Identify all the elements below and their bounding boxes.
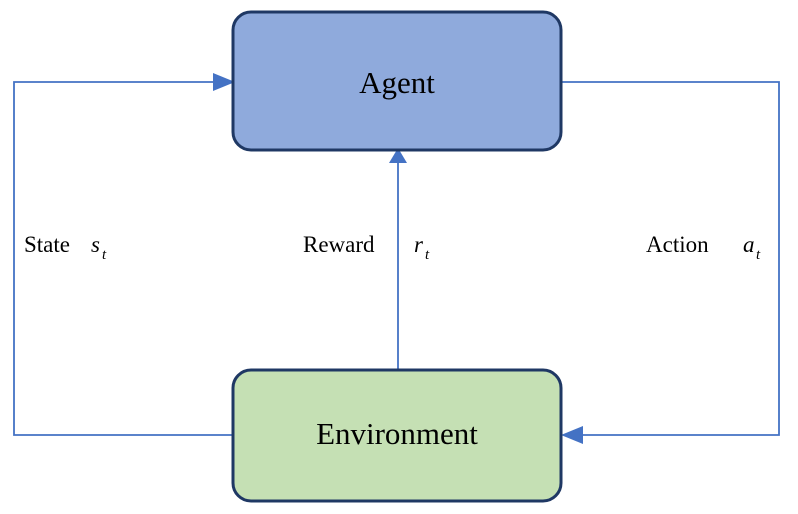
agent-box[interactable] — [231, 10, 563, 152]
environment-box[interactable] — [231, 368, 563, 503]
reward-variable-symbol: r — [414, 232, 424, 257]
state-variable-symbol: s — [91, 232, 100, 257]
environment-label: Environment — [316, 416, 478, 451]
agent-label: Agent — [359, 65, 435, 100]
state-label-text: State — [24, 232, 70, 257]
edge-label-state: State s t — [24, 232, 107, 263]
edge-label-reward: Reward r t — [303, 232, 430, 263]
node-agent[interactable]: Agent — [231, 10, 563, 152]
reward-variable-subscript: t — [425, 247, 430, 263]
action-arrowhead-icon — [561, 426, 583, 444]
edge-label-action: Action a t — [646, 232, 761, 263]
edge-reward — [389, 148, 407, 370]
edge-state — [13, 73, 235, 436]
state-variable-subscript: t — [102, 247, 107, 263]
action-edge-line — [561, 81, 780, 436]
node-environment[interactable]: Environment — [231, 368, 563, 503]
edge-action — [561, 81, 780, 444]
action-variable-subscript: t — [756, 247, 761, 263]
state-edge-line — [13, 81, 233, 436]
reward-label-text: Reward — [303, 232, 375, 257]
state-arrowhead-icon — [213, 73, 235, 91]
reward-arrowhead-icon — [389, 148, 407, 163]
action-label-text: Action — [646, 232, 709, 257]
action-variable-symbol: a — [743, 232, 755, 257]
